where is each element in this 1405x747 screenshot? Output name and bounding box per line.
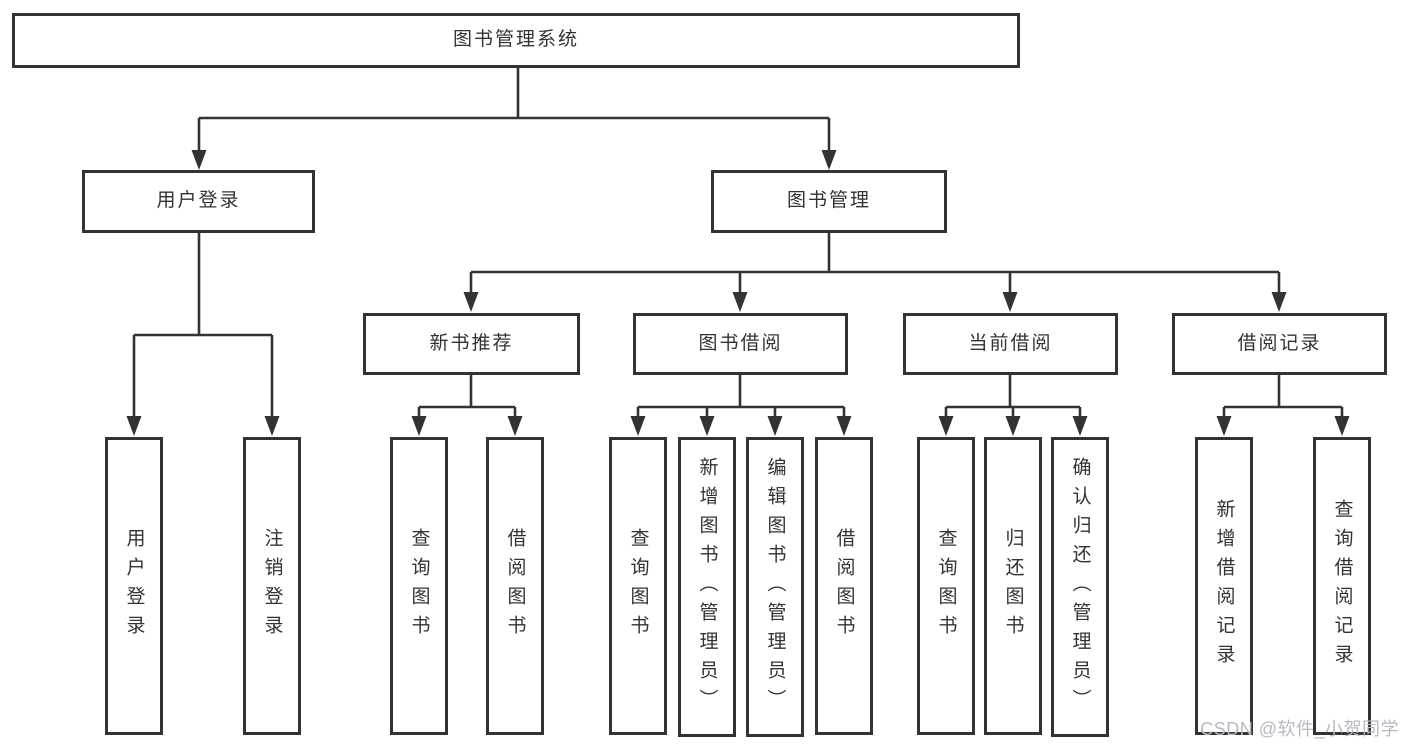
- arrowhead: [191, 150, 207, 170]
- arrowhead: [463, 292, 479, 312]
- node-label: 图书借阅: [698, 332, 783, 354]
- connector-root-split: [197, 68, 831, 155]
- arrowhead: [1002, 292, 1018, 312]
- arrowhead: [264, 416, 280, 436]
- node-label: 图书管理: [786, 190, 871, 212]
- node-label: 查询图书: [627, 528, 649, 644]
- node-book-management: 图书管理: [711, 170, 947, 233]
- arrowhead: [1072, 416, 1088, 436]
- leaf-query-books-current: 查询图书: [917, 437, 975, 735]
- node-user-login: 用户登录: [82, 170, 315, 233]
- leaf-add-book-admin: 新增图书（管理员）: [678, 437, 736, 737]
- connector-book-borrow-split: [636, 375, 846, 423]
- leaf-user-login: 用户登录: [105, 437, 163, 735]
- arrowhead: [938, 416, 954, 436]
- connector-current-borrow-split: [944, 375, 1082, 423]
- node-label: 图书管理系统: [452, 29, 579, 51]
- leaf-query-books-recommend: 查询图书: [390, 437, 448, 735]
- arrowhead: [1216, 416, 1232, 436]
- node-label: 借阅图书: [504, 528, 526, 644]
- watermark: CSDN @软件_小贺同学: [1200, 719, 1399, 739]
- arrowhead: [836, 416, 852, 436]
- connector-new-book-split: [417, 375, 517, 423]
- node-label: 编辑图书（管理员）: [764, 456, 786, 718]
- arrowhead: [507, 416, 523, 436]
- arrowhead: [767, 416, 783, 436]
- node-label: 用户登录: [123, 528, 145, 644]
- node-label: 用户登录: [156, 190, 241, 212]
- connector-user-login-split: [132, 233, 274, 423]
- arrowhead: [699, 416, 715, 436]
- connector-borrow-records-split: [1222, 375, 1344, 423]
- arrowhead: [821, 150, 837, 170]
- leaf-borrow-books: 借阅图书: [815, 437, 873, 735]
- arrowhead: [1005, 416, 1021, 436]
- node-current-borrow: 当前借阅: [903, 313, 1118, 375]
- node-label: 归还图书: [1002, 528, 1024, 644]
- arrowhead: [630, 416, 646, 436]
- leaf-confirm-return-admin: 确认归还（管理员）: [1051, 437, 1109, 737]
- leaf-logout: 注销登录: [243, 437, 301, 735]
- node-label: 查询图书: [935, 528, 957, 644]
- leaf-edit-book-admin: 编辑图书（管理员）: [746, 437, 804, 737]
- node-new-book-recommend: 新书推荐: [363, 313, 580, 375]
- arrowhead: [411, 416, 427, 436]
- leaf-add-borrow-record: 新增借阅记录: [1195, 437, 1253, 735]
- node-label: 新增借阅记录: [1213, 499, 1235, 673]
- arrowhead: [1271, 292, 1287, 312]
- node-label: 当前借阅: [968, 332, 1053, 354]
- node-label: 查询图书: [408, 528, 430, 644]
- connector-book-management-split: [469, 233, 1281, 298]
- node-label: 新增图书（管理员）: [696, 456, 718, 718]
- leaf-query-books-borrow: 查询图书: [609, 437, 667, 735]
- leaf-return-book: 归还图书: [984, 437, 1042, 735]
- node-label: 借阅图书: [833, 528, 855, 644]
- node-label: 注销登录: [261, 528, 283, 644]
- leaf-borrow-books-recommend: 借阅图书: [486, 437, 544, 735]
- arrowhead: [126, 416, 142, 436]
- node-borrow-records: 借阅记录: [1172, 313, 1387, 375]
- arrowhead: [1334, 416, 1350, 436]
- node-label: 借阅记录: [1237, 332, 1322, 354]
- node-root-system: 图书管理系统: [12, 13, 1020, 68]
- leaf-query-borrow-record: 查询借阅记录: [1313, 437, 1371, 735]
- arrowhead: [732, 292, 748, 312]
- node-label: 新书推荐: [429, 332, 514, 354]
- node-book-borrow: 图书借阅: [633, 313, 848, 375]
- node-label: 确认归还（管理员）: [1069, 456, 1091, 718]
- node-label: 查询借阅记录: [1331, 499, 1353, 673]
